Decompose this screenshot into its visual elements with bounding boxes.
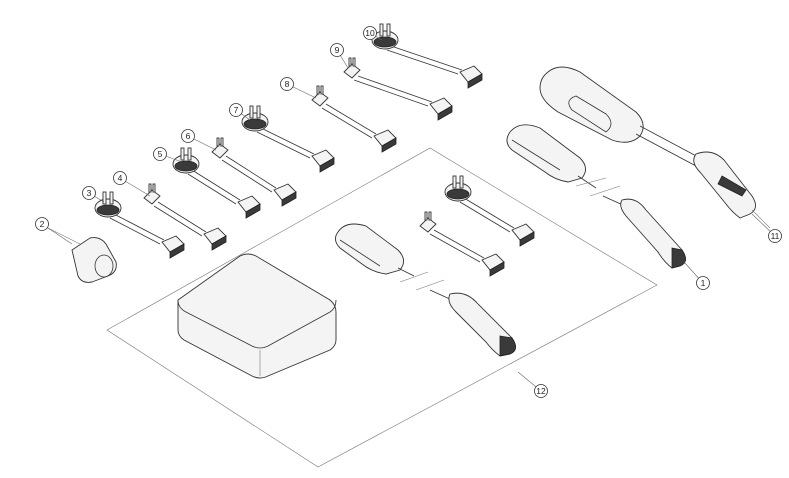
callout-11: 11 [751, 213, 782, 243]
callout-label: 3 [87, 188, 92, 198]
callout-2: 2 [35, 217, 73, 245]
callout-label: 4 [118, 173, 123, 183]
plug-adapter [172, 147, 261, 219]
storage-case [177, 253, 337, 379]
plug-adapter [343, 57, 453, 121]
callout-label: 5 [158, 149, 163, 159]
callout-12: 12 [517, 371, 548, 398]
callout-label: 2 [40, 219, 45, 229]
callout-label: 8 [285, 79, 290, 89]
plug-adapter [211, 137, 297, 207]
callout-10: 10 [363, 26, 383, 41]
plug-adapter [444, 175, 535, 247]
callout-label: 12 [536, 386, 546, 396]
mobile-connector-unit [506, 124, 686, 269]
connector-handle [539, 66, 771, 229]
plug-adapter [311, 85, 397, 153]
plug-adapter [419, 211, 505, 277]
callout-label: 7 [234, 105, 239, 115]
callout-3: 3 [82, 186, 105, 203]
callout-8: 8 [280, 77, 317, 99]
kit-mobile-connector-unit [335, 223, 516, 357]
callout-label: 1 [701, 278, 706, 288]
plug-adapter [241, 105, 335, 173]
callout-7: 7 [229, 103, 251, 121]
callout-label: 11 [771, 231, 780, 241]
kit-contents-outline [106, 147, 658, 468]
callout-label: 6 [186, 131, 191, 141]
callout-label: 10 [365, 28, 375, 38]
j1772-adapter [47, 227, 117, 283]
plug-adapter [371, 23, 483, 89]
callout-6: 6 [181, 129, 217, 151]
plug-adapter [143, 183, 227, 251]
plug-adapter [94, 191, 185, 259]
callout-1: 1 [683, 261, 710, 290]
callout-label: 9 [335, 45, 340, 55]
callout-9: 9 [330, 43, 349, 69]
callout-4: 4 [113, 171, 151, 197]
callout-5: 5 [153, 147, 183, 163]
